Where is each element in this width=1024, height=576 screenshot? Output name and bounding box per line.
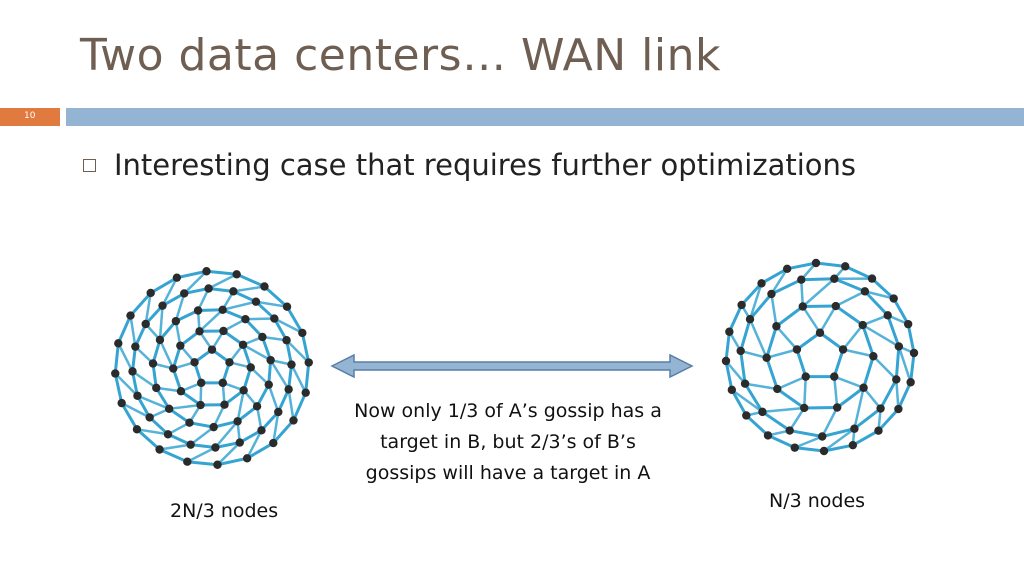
double-arrow-icon [330, 353, 694, 379]
explanation-line: Now only 1/3 of A’s gossip has a [354, 400, 662, 422]
slide-title: Two data centers… WAN link [80, 30, 721, 81]
fullerene-molecule-icon [721, 258, 919, 456]
gossip-explanation: Now only 1/3 of A’s gossip has a target … [318, 396, 698, 489]
header-rule [66, 108, 1024, 126]
right-node-count: N/3 nodes [769, 490, 866, 512]
slide-number-badge [0, 108, 60, 126]
square-bullet-icon [83, 159, 96, 172]
explanation-line: target in B, but 2/3’s of B’s [380, 431, 636, 453]
bullet-text: Interesting case that requires further o… [114, 148, 857, 182]
slide-number: 10 [24, 111, 36, 121]
left-node-count: 2N/3 nodes [170, 500, 279, 522]
fullerene-molecule-icon [111, 267, 313, 469]
explanation-line: gossips will have a target in A [365, 462, 651, 484]
